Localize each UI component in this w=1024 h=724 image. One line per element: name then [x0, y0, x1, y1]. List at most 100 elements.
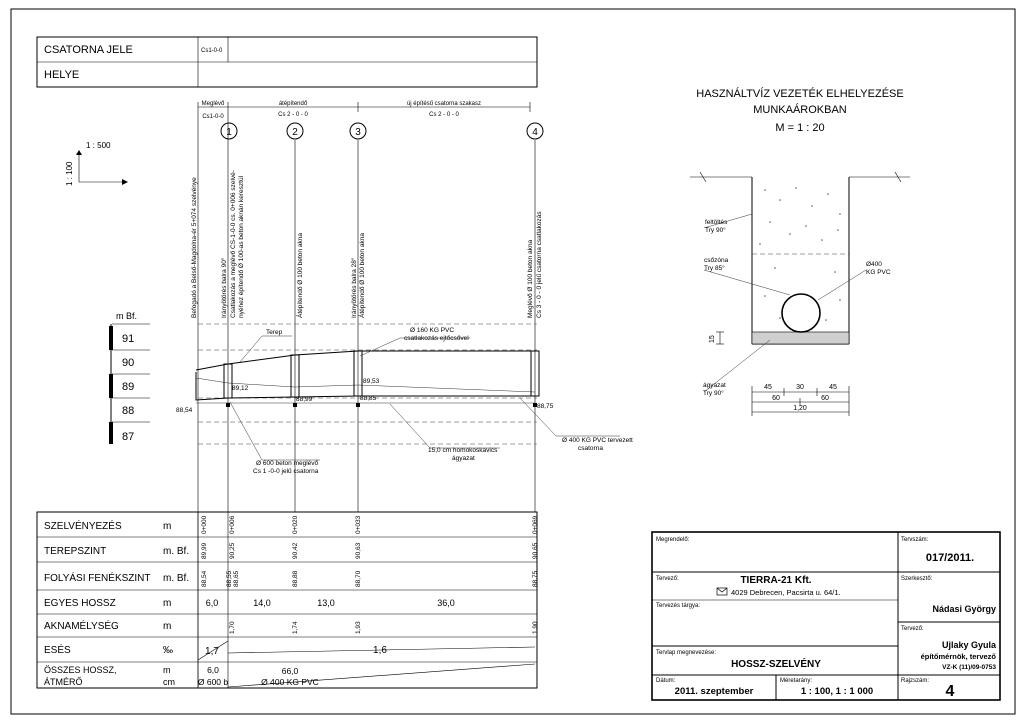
label-kg400-b: csatorna: [578, 445, 603, 452]
tb-megnevezes-label: Tervlap megnevezése:: [656, 650, 716, 656]
elevation-unit: m Bf.: [116, 311, 137, 321]
manhole-4: [530, 350, 540, 397]
label-pipe-b: KG PVC: [866, 269, 891, 276]
level-manhole-4: 88,75: [537, 403, 554, 410]
dim-60-right: 60: [821, 395, 829, 402]
vertical-scale: 1 : 100: [65, 161, 74, 186]
manhole-1-note-3: nyéhez építendő Ø 100-as beton aknán ker…: [238, 175, 245, 318]
osszes-hossz-0: 6,0: [207, 665, 219, 675]
hossz-2: 13,0: [317, 598, 335, 608]
pipe-section: [781, 293, 821, 333]
akna-2: 1,74: [292, 621, 299, 634]
pipe-inner: [195, 377, 536, 393]
manhole-number-1: 1: [226, 127, 232, 138]
row-egyes-hossz-label: EGYES HOSSZ: [44, 598, 116, 609]
manhole-3-note-2: Átépítendő Ø 100 beton akna: [357, 233, 366, 318]
atmero-0: Ø 600 b: [198, 677, 229, 687]
szelv-1: 0+006: [229, 515, 236, 534]
horizontal-scale: 1 : 500: [86, 141, 111, 150]
row-osszes-unit-2: cm: [163, 677, 175, 687]
level-manhole-3: 88,85: [360, 395, 377, 402]
row-fenekszint-label: FOLYÁSI FENÉKSZINT: [44, 571, 151, 584]
tb-datum-label: Dátum:: [656, 678, 676, 684]
level-manhole-3-top: 89,53: [363, 378, 380, 385]
tb-tervszam-label: Tervszám:: [901, 537, 929, 543]
manhole-4-note-2: Cs 3 - 0 - 0 jelű csatorna csatlakozás: [536, 211, 543, 318]
section-meglevo-code: Cs1-0-0: [202, 114, 224, 120]
tb-rajzszam: 4: [946, 683, 955, 700]
dim-120: 1,20: [793, 405, 807, 412]
section-uj-code: Cs 2 - 0 - 0: [429, 112, 459, 118]
row-egyes-hossz-unit: m: [163, 598, 171, 609]
elevation-87: 87: [122, 431, 134, 443]
fenek-4: 88,70: [355, 570, 362, 587]
level-manhole-2: 88,99: [296, 396, 313, 403]
row-szelvenyezes-label: SZELVÉNYEZÉS: [44, 519, 122, 532]
manhole-2-note-1: Átépítendő Ø 100 beton akna: [295, 233, 304, 318]
trench-scale: M = 1 : 20: [775, 122, 824, 134]
section-atepitendo: átépítendő: [279, 101, 308, 107]
level-start: 88,54: [176, 407, 193, 414]
tb-engineer-id: VZ-K (11)/09-0753: [942, 664, 996, 671]
fenek-5: 88,75: [532, 570, 539, 587]
elevation-88: 88: [122, 405, 134, 417]
longitudinal-profile: Terep Ø 160 KG PVC csatlakozás ejtőcsőve…: [176, 323, 633, 475]
title-block: Megrendelő: Tervszám: 017/2011. Tervező:…: [651, 531, 1001, 701]
section-uj: új építésű csatorna szakasz: [407, 101, 481, 107]
label-agyazat-b: Try 90°: [703, 389, 724, 397]
tb-company: TIERRA-21 Kft.: [740, 575, 811, 586]
label-beton600-b: Cs 1 -0-0 jelű csatorna: [253, 468, 319, 475]
tb-tervszam: 017/2011.: [926, 552, 974, 564]
tb-rajzszam-label: Rajzszám:: [901, 678, 929, 684]
osszes-hossz-1: 66,0: [282, 666, 299, 676]
label-agyazat: ágyazat: [703, 382, 726, 389]
szelv-3: 0+033: [355, 515, 362, 534]
label-feltoltes-b: Try 90°: [705, 226, 726, 234]
atmero-1: Ø 400 KG PVC: [261, 677, 319, 687]
label-homok: 15,0 cm homokoskavics: [428, 447, 498, 454]
label-feltoltes: feltöltés: [705, 219, 728, 226]
station-notes: Befogadó a Belső-Magdolna-ér 5+074 szelv…: [191, 170, 543, 318]
elevation-90: 90: [122, 357, 134, 369]
dim-30: 30: [796, 384, 804, 391]
row-osszes-unit-1: m: [163, 665, 171, 675]
row-terepszint-unit: m. Bf.: [163, 546, 189, 557]
akna-1: 1,70: [229, 621, 236, 634]
trench-section: HASZNÁLTVÍZ VEZETÉK ELHELYEZÉSE MUNKAÁRO…: [690, 87, 910, 416]
row-eses-label: ESÉS: [44, 643, 71, 656]
hossz-0: 6,0: [206, 598, 219, 608]
manhole-number-2: 2: [292, 127, 298, 138]
manhole-4-note-1: Meglévő Ø 100 beton akna: [527, 240, 534, 318]
start-note: Befogadó a Belső-Magdolna-ér 5+074 szelv…: [191, 177, 198, 318]
tb-meretarany: 1 : 100, 1 : 1 000: [801, 686, 873, 697]
fenek-1: 88,55: [226, 570, 233, 587]
terep-1: 90,25: [229, 542, 236, 559]
eses-0: 1,7: [205, 646, 219, 657]
manhole-number-3: 3: [355, 127, 361, 138]
fenek-3: 88,88: [292, 570, 299, 587]
dim-45-left: 45: [764, 384, 772, 391]
label-kg400: Ø 400 KG PVC tervezett: [562, 437, 633, 444]
envelope-icon: [716, 587, 728, 596]
eses-1: 1,6: [373, 645, 387, 656]
tb-engineer: Ujlaky Gyula: [942, 640, 997, 650]
tb-meretarany-label: Méretarány:: [780, 678, 812, 684]
elevation-91: 91: [122, 333, 134, 345]
pipe-bottom: [195, 372, 535, 401]
trench-title-2: MUNKAÁROKBAN: [753, 103, 847, 116]
section-atepitendo-code: Cs 2 - 0 - 0: [278, 112, 308, 118]
label-pipe: Ø400: [866, 261, 882, 268]
terep-3: 90,63: [355, 542, 362, 559]
fenek-2: 88,65: [233, 570, 240, 587]
akna-4: 1,90: [532, 621, 539, 634]
helye-label: HELYE: [44, 69, 79, 81]
label-terep: Terep: [266, 329, 283, 336]
csatorna-jele-label: CSATORNA JELE: [44, 44, 133, 56]
manhole-1-note-2: Csatlakozás a meglévő CS-1-0-0 cs. 0+006…: [230, 170, 237, 318]
szelv-0: 0+000: [201, 515, 208, 534]
manhole-3: [353, 350, 363, 397]
row-szelvenyezes-unit: m: [163, 521, 171, 532]
header-rows: CSATORNA JELE Cs1-0-0 HELYE: [36, 36, 538, 88]
tb-megrendelo: Megrendelő:: [656, 537, 690, 543]
